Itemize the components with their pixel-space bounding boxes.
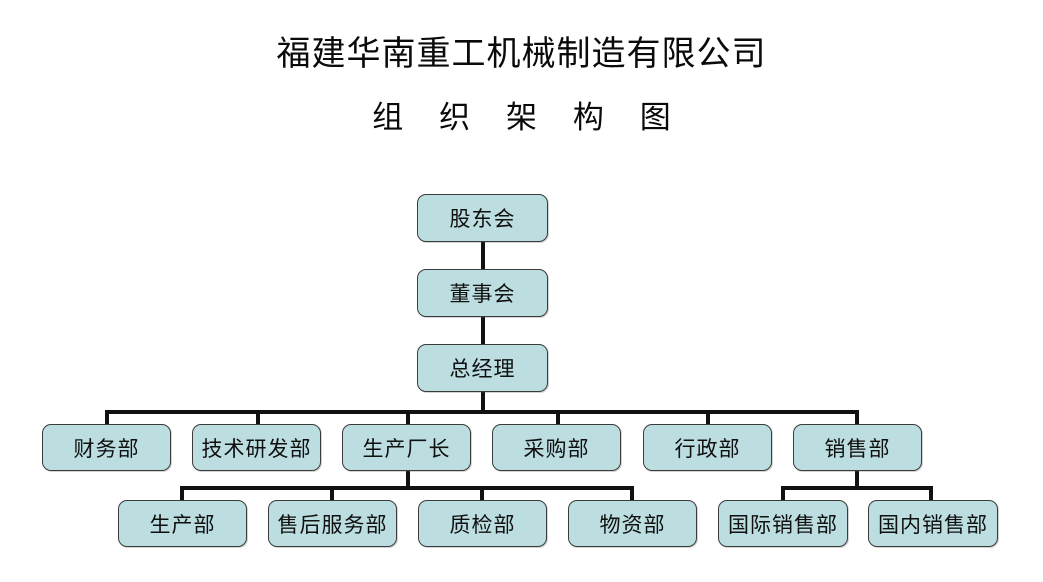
node-tech-rd[interactable]: 技术研发部 [192, 424, 321, 471]
node-production-director[interactable]: 生产厂长 [342, 424, 471, 471]
connector-drop-domestic-sales [929, 486, 933, 502]
node-purchasing-label: 采购部 [523, 436, 590, 461]
connector-production-director-stem [406, 470, 410, 488]
connector-drop-sales [855, 410, 859, 426]
connector-board-gm [481, 316, 485, 344]
node-production-director-label: 生产厂长 [362, 436, 451, 461]
company-title: 福建华南重工机械制造有限公司 [276, 34, 767, 74]
connector-sales-stem [855, 470, 859, 488]
node-finance-label: 财务部 [73, 436, 140, 461]
connector-shareholders-board [481, 241, 485, 269]
connector-production-sub-bus [180, 486, 632, 490]
node-sales[interactable]: 销售部 [793, 424, 922, 471]
node-finance[interactable]: 财务部 [42, 424, 171, 471]
node-purchasing[interactable]: 采购部 [492, 424, 621, 471]
node-materials-label: 物资部 [599, 512, 666, 537]
node-administration-label: 行政部 [674, 436, 741, 461]
node-production-label: 生产部 [149, 512, 216, 537]
node-board[interactable]: 董事会 [417, 269, 548, 317]
connector-drop-intl-sales [781, 486, 785, 502]
connector-drop-finance [105, 410, 109, 426]
connector-drop-administration [706, 410, 710, 426]
connector-drop-materials [630, 486, 634, 502]
node-board-label: 董事会 [449, 282, 516, 306]
connector-main-bus [105, 410, 859, 414]
connector-drop-tech-rd [256, 410, 260, 426]
connector-drop-production [180, 486, 184, 502]
connector-drop-purchasing [556, 410, 560, 426]
node-shareholders-label: 股东会 [449, 207, 516, 231]
node-sales-label: 销售部 [824, 436, 891, 461]
node-administration[interactable]: 行政部 [643, 424, 772, 471]
node-shareholders[interactable]: 股东会 [417, 194, 548, 242]
node-quality[interactable]: 质检部 [418, 500, 547, 547]
connector-drop-production-director [406, 410, 410, 426]
node-intl-sales[interactable]: 国际销售部 [718, 500, 848, 547]
connector-drop-quality [480, 486, 484, 502]
node-domestic-sales[interactable]: 国内销售部 [868, 500, 998, 547]
node-domestic-sales-label: 国内销售部 [878, 512, 988, 537]
node-tech-rd-label: 技术研发部 [201, 436, 312, 461]
connector-drop-after-sales [330, 486, 334, 502]
node-materials[interactable]: 物资部 [568, 500, 697, 547]
node-production[interactable]: 生产部 [118, 500, 247, 547]
node-after-sales-label: 售后服务部 [277, 512, 388, 537]
node-quality-label: 质检部 [449, 512, 516, 537]
connector-gm-stem [481, 391, 485, 414]
node-general-manager-label: 总经理 [449, 357, 516, 381]
node-general-manager[interactable]: 总经理 [417, 344, 548, 392]
chart-subtitle: 组 织 架 构 图 [372, 100, 684, 136]
connector-sales-sub-bus [781, 486, 933, 490]
node-after-sales[interactable]: 售后服务部 [268, 500, 397, 547]
node-intl-sales-label: 国际销售部 [728, 512, 838, 537]
